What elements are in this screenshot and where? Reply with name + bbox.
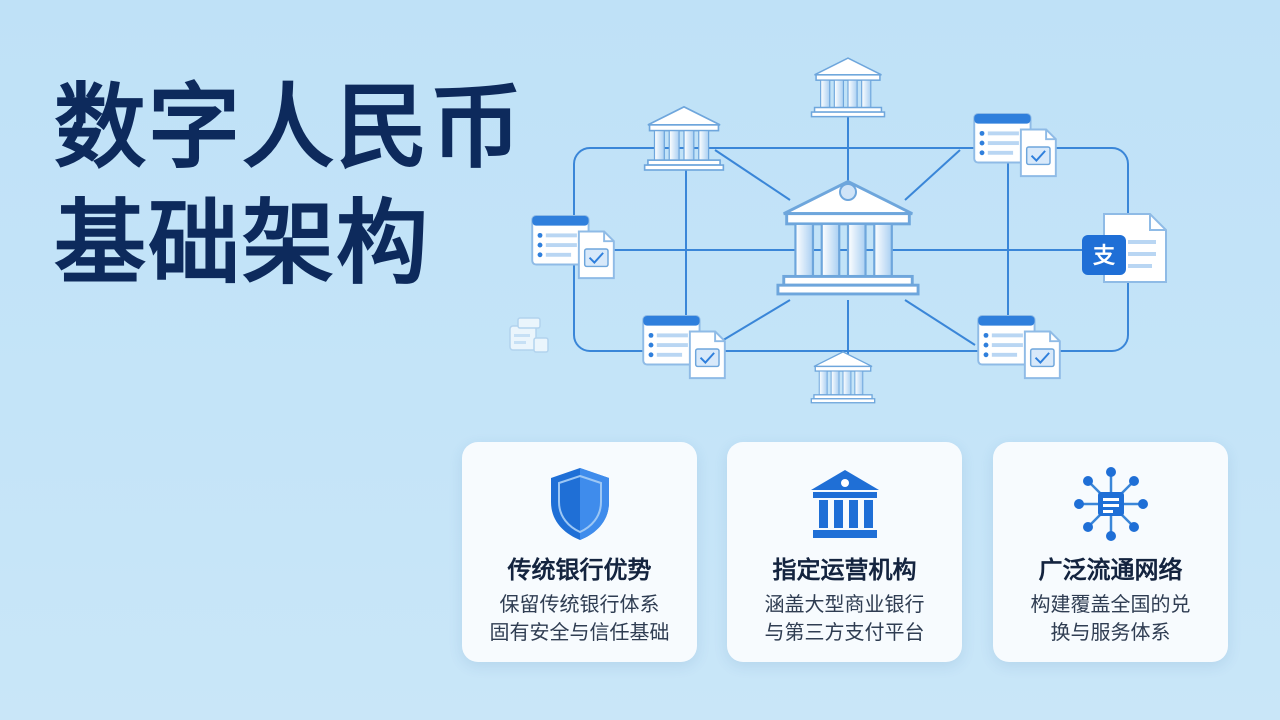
card-title: 传统银行优势	[507, 556, 652, 584]
shield-icon	[462, 466, 697, 542]
bank-icon-top	[810, 57, 886, 118]
central-bank-icon	[776, 179, 920, 296]
bank-icon	[727, 466, 962, 542]
payment-document-icon: 支	[1082, 213, 1167, 283]
feature-card-circulation-network: 广泛流通网络 构建覆盖全国的兑 换与服务体系	[993, 442, 1228, 662]
bank-icon-bottom	[810, 351, 876, 404]
network-diagram: 支	[509, 57, 1167, 404]
card-description: 保留传统银行体系 固有安全与信任基础	[472, 590, 687, 646]
title-line-2: 基础架构	[54, 190, 431, 297]
card-description: 涵盖大型商业银行 与第三方支付平台	[737, 590, 952, 646]
document-icon-bottom-right	[977, 314, 1061, 380]
feature-card-designated-operators: 指定运营机构 涵盖大型商业银行 与第三方支付平台	[727, 442, 962, 662]
document-icon-top-right	[973, 112, 1057, 178]
card-description-line-2: 固有安全与信任基础	[489, 620, 670, 644]
card-description-line-1: 涵盖大型商业银行	[764, 592, 925, 616]
card-description-line-2: 换与服务体系	[1050, 620, 1171, 644]
feature-card-traditional-banking: 传统银行优势 保留传统银行体系 固有安全与信任基础	[462, 442, 697, 662]
card-title: 广泛流通网络	[1038, 556, 1183, 584]
title-line-1: 数字人民币	[54, 74, 525, 181]
faded-document-icon	[509, 317, 549, 353]
card-description: 构建覆盖全国的兑 换与服务体系	[1003, 590, 1218, 646]
payment-badge-text: 支	[1093, 244, 1116, 269]
page-title: 数字人民币 基础架构	[54, 70, 524, 302]
card-description-line-2: 与第三方支付平台	[764, 620, 925, 644]
card-description-line-1: 构建覆盖全国的兑	[1030, 592, 1191, 616]
bank-icon-top-left	[643, 105, 725, 172]
network-icon	[993, 466, 1228, 542]
card-title: 指定运营机构	[772, 556, 917, 584]
card-description-line-1: 保留传统银行体系	[499, 592, 660, 616]
document-icon-bottom-left	[642, 314, 726, 380]
